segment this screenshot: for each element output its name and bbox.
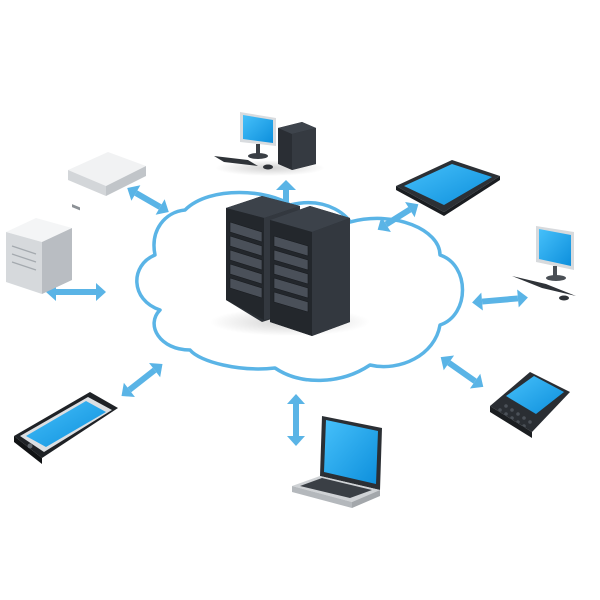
link-arrow-monitor	[472, 289, 528, 311]
network-appliance-icon	[68, 152, 146, 211]
desktop-pc-icon	[214, 112, 325, 176]
link-arrow-appliance	[127, 185, 169, 215]
monitor-keyboard-icon	[512, 226, 576, 301]
link-arrow-tablet	[377, 201, 419, 233]
link-arrow-desktop	[276, 180, 296, 204]
link-arrow-phone-qwerty	[440, 355, 484, 389]
laptop-icon	[292, 416, 382, 508]
smartphone-touch-icon	[14, 392, 118, 464]
link-arrow-laptop	[287, 394, 305, 446]
tablet-icon	[396, 160, 500, 216]
link-arrow-phone-touch	[121, 363, 163, 397]
server-rack-icon	[210, 196, 370, 336]
tower-server-icon	[6, 218, 72, 294]
smartphone-qwerty-icon	[490, 372, 570, 438]
